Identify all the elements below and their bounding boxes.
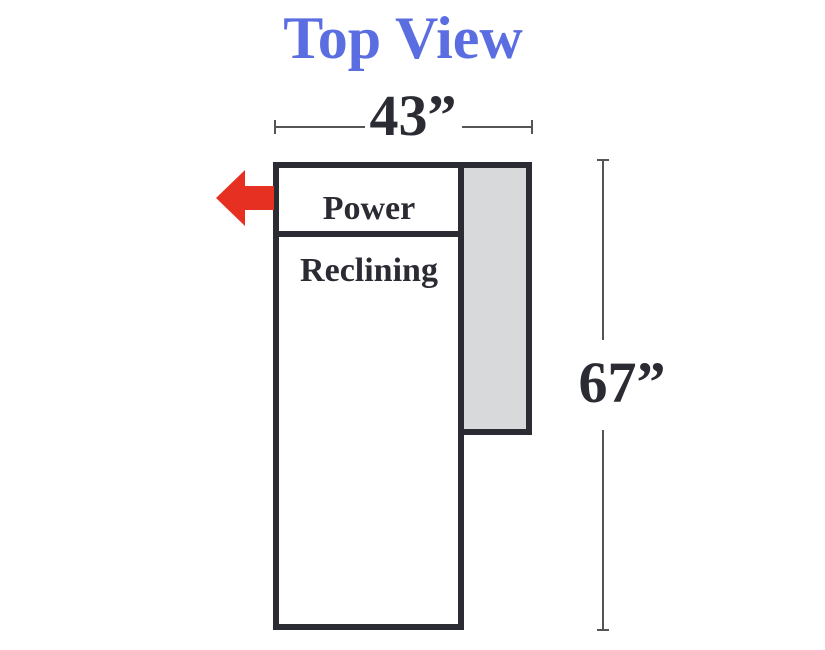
- width-dimension-label: 43”: [369, 83, 457, 148]
- armrest: [458, 162, 532, 435]
- seat-outline: [273, 162, 464, 630]
- height-dimension-line: [597, 159, 609, 631]
- arrow-left-icon: [216, 170, 274, 226]
- power-section-label: Power: [322, 190, 416, 227]
- width-dimension-line: [274, 120, 533, 134]
- diagram-title: Top View: [283, 5, 523, 71]
- reclining-section-label: Reclining: [300, 252, 438, 289]
- height-dimension-label: 67”: [578, 350, 666, 415]
